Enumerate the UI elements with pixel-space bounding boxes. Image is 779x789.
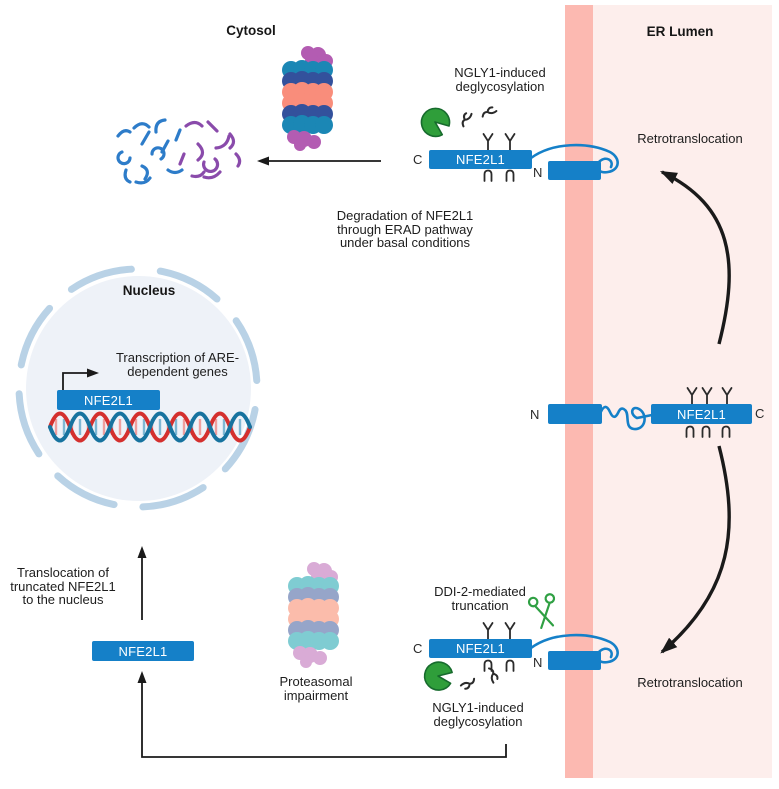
- nfe2l1-bar-nucleus: NFE2L1: [57, 390, 160, 410]
- ngly1-bottom-caption: NGLY1-induced deglycosylation: [416, 701, 540, 728]
- ngly1-bottom-line2: deglycosylation: [433, 713, 523, 729]
- nuclear-envelope: [15, 265, 261, 511]
- glycan-icon: [701, 387, 713, 405]
- free-glycan-icon: [481, 106, 498, 118]
- c-terminus-top: C: [413, 152, 423, 167]
- proteasome-icon: [282, 46, 333, 151]
- glycan-icon: [721, 387, 733, 405]
- proteasomal-line1: Proteasomal: [279, 674, 353, 689]
- glycan-anchor-icon: [483, 659, 493, 672]
- ddi2-caption: DDI-2-mediated truncation: [418, 585, 542, 612]
- degradation-caption: Degradation of NFE2L1 through ERAD pathw…: [322, 209, 488, 250]
- peptide-loop-top: [529, 143, 619, 174]
- degraded-protein-fragments: [116, 118, 242, 185]
- glycan-anchor-icon: [685, 425, 695, 438]
- ddi2-line1: DDI-2-mediated: [434, 584, 526, 599]
- dna-helix: [48, 411, 252, 443]
- nfe2l1-bar-bottom: NFE2L1: [429, 639, 532, 658]
- degradation-line3: under basal conditions: [339, 235, 471, 250]
- nfe2l1-bar-top: NFE2L1: [429, 150, 532, 169]
- nfe2l1-bar-truncated: NFE2L1: [92, 641, 194, 661]
- translocation-line1: Translocation of: [16, 565, 109, 580]
- free-glycan-icon: [461, 112, 473, 128]
- ngly1-top-line1: NGLY1-induced: [454, 65, 546, 80]
- transcription-line2: dependent genes: [127, 363, 228, 379]
- ngly1-enzyme-icon: [423, 661, 453, 691]
- free-glycan-icon: [459, 677, 476, 690]
- c-terminus-middle: C: [755, 406, 765, 421]
- glycan-icon: [686, 387, 698, 405]
- glycan-icon: [482, 622, 494, 640]
- proteasomal-impairment-caption: Proteasomal impairment: [256, 675, 376, 702]
- ngly1-top-line2: deglycosylation: [455, 78, 545, 94]
- degradation-line1: Degradation of NFE2L1: [336, 208, 474, 223]
- n-terminus-top: N: [533, 165, 543, 180]
- transcription-line1: Transcription of ARE-: [115, 350, 240, 365]
- ddi2-line2: truncation: [451, 597, 509, 613]
- ngly1-top-caption: NGLY1-induced deglycosylation: [438, 66, 562, 93]
- glycan-icon: [482, 133, 494, 151]
- ngly1-bottom-line1: NGLY1-induced: [432, 700, 524, 715]
- proteasome-impaired-icon: [288, 562, 339, 668]
- cytosol-label: Cytosol: [226, 23, 276, 38]
- glycan-anchor-icon: [483, 169, 493, 182]
- glycan-anchor-icon: [701, 425, 711, 438]
- translocation-line3: to the nucleus: [22, 592, 104, 607]
- nfe2l1-membrane-segment-bottom: [548, 651, 601, 670]
- ngly1-enzyme-icon: [420, 107, 451, 138]
- er-lumen-label: ER Lumen: [646, 24, 714, 39]
- glycan-icon: [504, 622, 516, 640]
- degradation-line2: through ERAD pathway: [337, 221, 473, 237]
- scissors-icon: [527, 593, 556, 630]
- nfe2l1-membrane-segment-top: [548, 161, 601, 180]
- er-membrane-strip: [565, 5, 593, 778]
- n-terminus-middle: N: [530, 407, 540, 422]
- glycan-anchor-icon: [505, 169, 515, 182]
- peptide-loop-middle: [598, 405, 654, 431]
- transcription-caption: Transcription of ARE- dependent genes: [100, 351, 255, 378]
- nucleus-label: Nucleus: [122, 283, 176, 298]
- translocation-caption: Translocation of truncated NFE2L1 to the…: [0, 566, 126, 607]
- nfe2l1-membrane-segment-middle: [548, 404, 602, 424]
- translocation-line2: truncated NFE2L1: [10, 578, 116, 594]
- glycan-anchor-icon: [505, 659, 515, 672]
- retrotranslocation-bottom-label: Retrotranslocation: [637, 675, 743, 690]
- retrotranslocation-top-label: Retrotranslocation: [637, 131, 743, 146]
- peptide-loop-bottom: [529, 633, 619, 664]
- free-glycan-icon: [488, 667, 499, 684]
- n-terminus-bottom: N: [533, 655, 543, 670]
- c-terminus-bottom: C: [413, 641, 423, 656]
- glycan-anchor-icon: [721, 425, 731, 438]
- nfe2l1-bar-middle: NFE2L1: [651, 404, 752, 424]
- proteasomal-line2: impairment: [283, 687, 349, 703]
- glycan-icon: [504, 133, 516, 151]
